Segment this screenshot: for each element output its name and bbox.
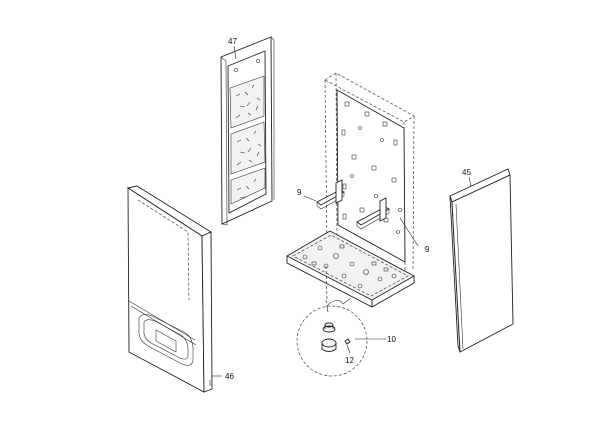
- callout-9-upper: 9: [297, 188, 302, 197]
- part-47-frame-panel: [220, 36, 275, 226]
- leader-lines: [212, 45, 472, 377]
- callout-10: 10: [387, 335, 396, 344]
- chassis-back-plate: [286, 72, 415, 308]
- part-9-bracket-lower: [356, 197, 390, 230]
- callout-46: 46: [225, 372, 234, 381]
- callout-47: 47: [228, 37, 237, 46]
- part-46-front-casing: [126, 185, 213, 393]
- callout-9-lower: 9: [425, 245, 430, 254]
- callout-45: 45: [462, 168, 471, 177]
- detail-circle-sensor: [296, 297, 368, 377]
- part-9-bracket-upper: [316, 179, 345, 210]
- callout-labels: 47 45 9 9 46 10 12: [225, 37, 471, 381]
- callout-12: 12: [345, 356, 354, 365]
- part-45-side-panel: [449, 168, 514, 353]
